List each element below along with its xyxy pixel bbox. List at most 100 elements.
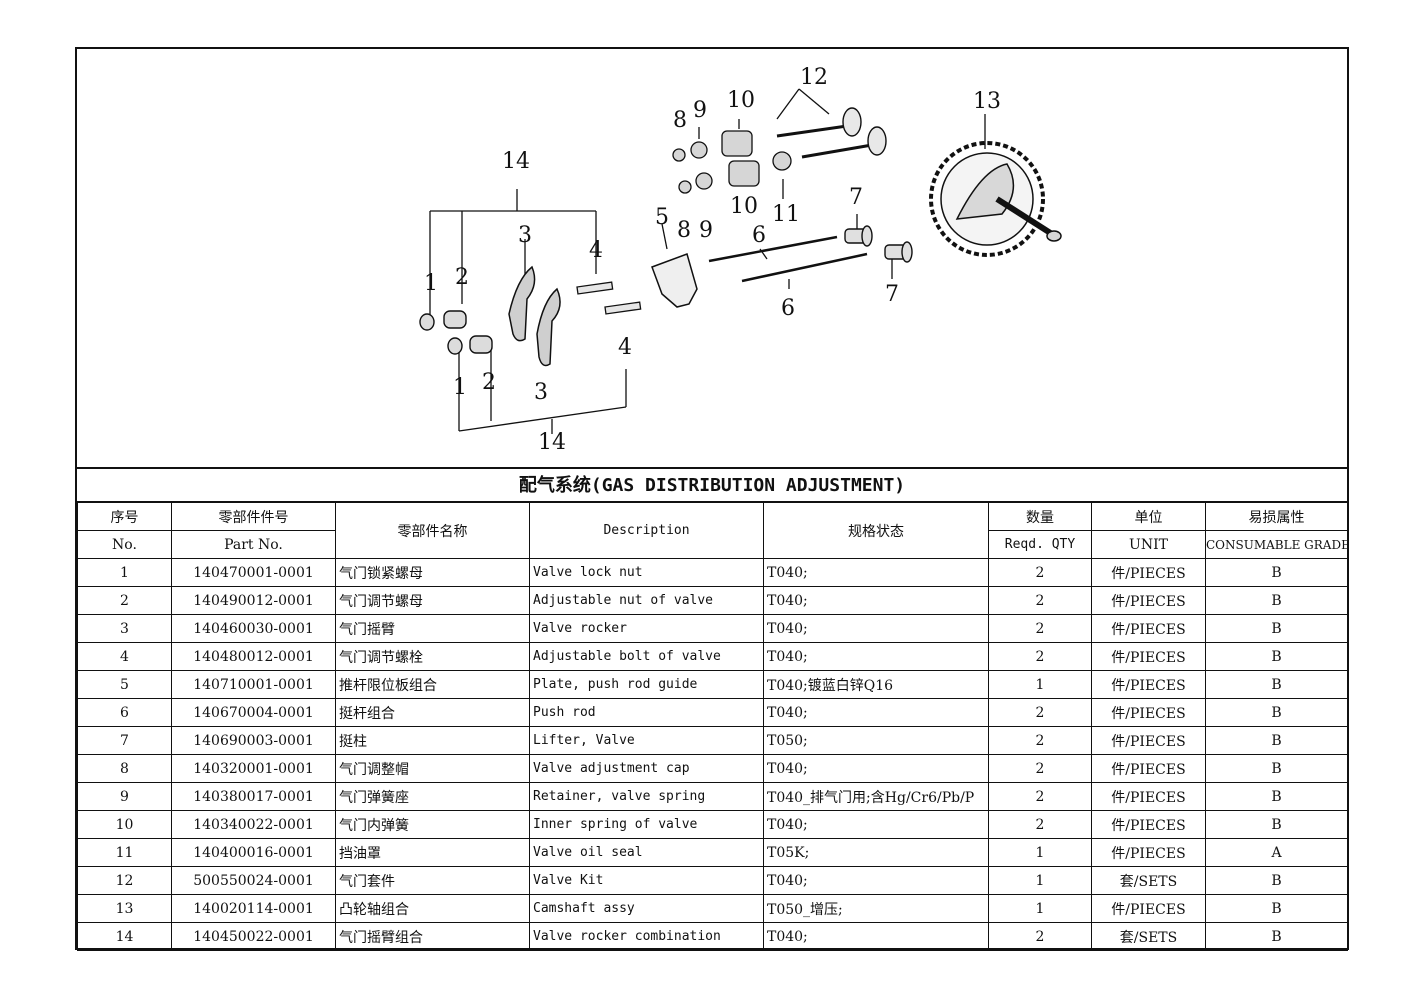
- cell-spec: T040;: [763, 586, 989, 615]
- cell-part: 140020114-0001: [171, 894, 336, 923]
- cell-unit: 套/SETS: [1091, 922, 1206, 951]
- cell-no: 14: [77, 922, 172, 951]
- cell-unit: 件/PIECES: [1091, 782, 1206, 811]
- callout-1: 1: [424, 271, 438, 296]
- cell-qty: 2: [988, 698, 1092, 727]
- cell-qty: 2: [988, 922, 1092, 951]
- cell-spec: T040_排气门用;含Hg/Cr6/Pb/P: [763, 782, 989, 811]
- callout-8: 8: [673, 108, 687, 133]
- cell-desc: Camshaft assy: [529, 894, 764, 923]
- cell-part: 140340022-0001: [171, 810, 336, 839]
- callout-12: 12: [800, 65, 828, 90]
- cell-desc: Plate, push rod guide: [529, 670, 764, 699]
- header-grade-cn: 易损属性: [1205, 502, 1348, 531]
- cell-desc: Lifter, Valve: [529, 726, 764, 755]
- callout-2b: 2: [482, 370, 496, 395]
- header-qty-cn: 数量: [988, 502, 1092, 531]
- callout-5: 5: [655, 205, 669, 230]
- cell-part: 140710001-0001: [171, 670, 336, 699]
- cell-unit: 件/PIECES: [1091, 894, 1206, 923]
- cell-no: 2: [77, 586, 172, 615]
- cell-name: 气门套件: [335, 866, 530, 895]
- cell-unit: 件/PIECES: [1091, 558, 1206, 587]
- callout-9b: 9: [699, 218, 713, 243]
- cell-spec: T040;: [763, 614, 989, 643]
- cell-qty: 2: [988, 558, 1092, 587]
- header-name-cn: 零部件名称: [335, 502, 530, 559]
- cell-part: 500550024-0001: [171, 866, 336, 895]
- header-qty-en: Reqd. QTY: [988, 530, 1092, 559]
- cell-qty: 1: [988, 670, 1092, 699]
- cell-qty: 2: [988, 614, 1092, 643]
- cell-name: 凸轮轴组合: [335, 894, 530, 923]
- header-part-en: Part No.: [171, 530, 336, 559]
- cell-desc: Adjustable bolt of valve: [529, 642, 764, 671]
- cell-grade: B: [1205, 670, 1348, 699]
- cell-desc: Valve rocker combination: [529, 922, 764, 951]
- cell-no: 9: [77, 782, 172, 811]
- cell-grade: B: [1205, 922, 1348, 951]
- callout-4: 4: [589, 238, 603, 263]
- cell-part: 140490012-0001: [171, 586, 336, 615]
- cell-part: 140380017-0001: [171, 782, 336, 811]
- cell-qty: 2: [988, 810, 1092, 839]
- cell-spec: T040;: [763, 558, 989, 587]
- cell-spec: T040;: [763, 754, 989, 783]
- callout-7: 7: [849, 185, 863, 210]
- callout-3b: 3: [534, 380, 548, 405]
- cell-name: 气门摇臂组合: [335, 922, 530, 951]
- cell-spec: T040;镀蓝白锌Q16: [763, 670, 989, 699]
- callout-13: 13: [973, 89, 1001, 114]
- cell-name: 气门弹簧座: [335, 782, 530, 811]
- cell-spec: T040;: [763, 698, 989, 727]
- header-unit-cn: 单位: [1091, 502, 1206, 531]
- cell-no: 13: [77, 894, 172, 923]
- cell-grade: A: [1205, 838, 1348, 867]
- header-description: Description: [529, 502, 764, 559]
- cell-qty: 2: [988, 782, 1092, 811]
- cell-qty: 1: [988, 894, 1092, 923]
- cell-no: 3: [77, 614, 172, 643]
- header-no-en: No.: [77, 530, 172, 559]
- cell-unit: 件/PIECES: [1091, 810, 1206, 839]
- cell-no: 12: [77, 866, 172, 895]
- cell-grade: B: [1205, 810, 1348, 839]
- callout-14b: 14: [538, 430, 566, 455]
- header-unit-en: UNIT: [1091, 530, 1206, 559]
- table-title: 配气系统(GAS DISTRIBUTION ADJUSTMENT): [77, 467, 1347, 502]
- cell-grade: B: [1205, 866, 1348, 895]
- cell-no: 7: [77, 726, 172, 755]
- cell-no: 1: [77, 558, 172, 587]
- cell-part: 140460030-0001: [171, 614, 336, 643]
- cell-name: 挺柱: [335, 726, 530, 755]
- cell-desc: Adjustable nut of valve: [529, 586, 764, 615]
- exploded-view-diagram: 1 2 3 4 5 6 7 8 9 10 11 12 13 14 1 2 3 4…: [77, 49, 1347, 469]
- exploded-view-svg: 1 2 3 4 5 6 7 8 9 10 11 12 13 14 1 2 3 4…: [419, 65, 1062, 455]
- cell-spec: T040;: [763, 642, 989, 671]
- cell-no: 6: [77, 698, 172, 727]
- cell-grade: B: [1205, 586, 1348, 615]
- cell-part: 140480012-0001: [171, 642, 336, 671]
- parts-sheet: 1 2 3 4 5 6 7 8 9 10 11 12 13 14 1 2 3 4…: [75, 47, 1349, 951]
- cell-qty: 1: [988, 838, 1092, 867]
- callout-4b: 4: [618, 335, 632, 360]
- cell-no: 8: [77, 754, 172, 783]
- cell-no: 11: [77, 838, 172, 867]
- cell-part: 140690003-0001: [171, 726, 336, 755]
- cell-qty: 1: [988, 866, 1092, 895]
- callout-6: 6: [752, 223, 766, 248]
- cell-desc: Valve oil seal: [529, 838, 764, 867]
- cell-grade: B: [1205, 894, 1348, 923]
- cell-grade: B: [1205, 642, 1348, 671]
- cell-spec: T040;: [763, 922, 989, 951]
